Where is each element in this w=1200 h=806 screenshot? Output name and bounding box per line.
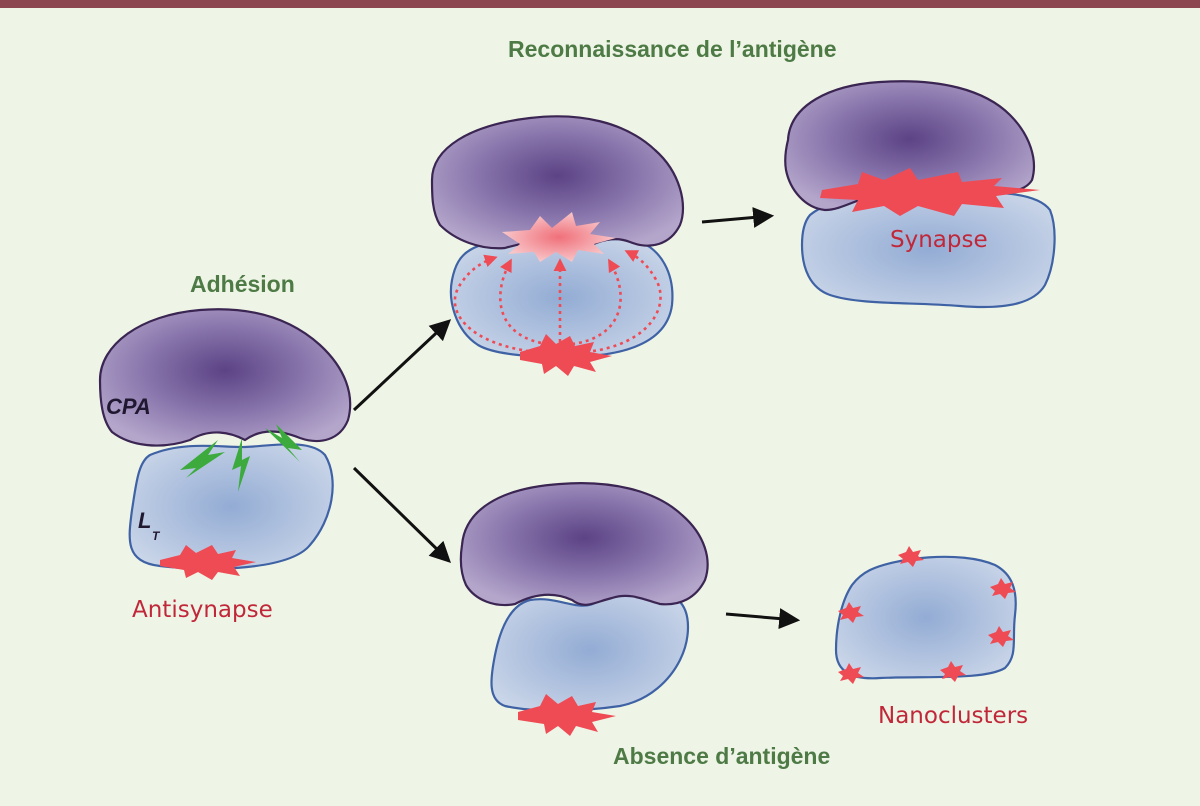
label-lt-subscript: T <box>152 529 161 543</box>
apc-recognition <box>430 115 684 250</box>
antisynapse-cluster-icon <box>520 334 612 376</box>
arrow-to-absence <box>352 466 452 563</box>
t-cell-absence <box>490 588 689 712</box>
transport-arrow <box>571 258 622 346</box>
t-cell-adhesion <box>128 443 334 570</box>
transport-arrow <box>585 250 662 354</box>
nanocluster-icon <box>838 663 864 684</box>
synapse-cluster-icon <box>820 168 1040 216</box>
nanocluster-icon <box>838 602 864 623</box>
nanocluster-icon <box>940 661 966 682</box>
recognition-zone-icon <box>502 212 616 262</box>
t-cell-recognition <box>449 237 674 358</box>
recognition-cell-pair <box>430 115 684 376</box>
label-lt: L <box>138 508 151 533</box>
nanocluster-cell: Nanoclusters <box>834 546 1028 729</box>
nanocluster-icon <box>990 578 1016 599</box>
t-cell-nanoclusters <box>834 555 1017 680</box>
heading-recognition: Reconnaissance de l’antigène <box>508 36 837 62</box>
apc-absence <box>459 482 709 607</box>
transport-arrow <box>498 258 549 346</box>
antisynapse-cluster-icon <box>160 545 256 580</box>
adhesion-cell-pair: Adhésion CPA L T Antisynapse <box>98 271 352 623</box>
label-cpa: CPA <box>106 394 151 419</box>
arrow-to-synapse <box>701 207 775 228</box>
heading-adhesion: Adhésion <box>190 271 295 297</box>
arrow-to-recognition <box>352 319 452 412</box>
label-antisynapse: Antisynapse <box>132 597 273 623</box>
nanocluster-icon <box>898 546 924 567</box>
antisynapse-cluster-icon <box>518 694 616 736</box>
absence-cell-pair <box>459 482 709 736</box>
transport-arrow <box>453 254 537 354</box>
adhesion-signal-icon <box>265 424 302 462</box>
adhesion-signal-icon <box>232 438 250 492</box>
adhesion-signal-icon <box>180 440 225 478</box>
label-synapse: Synapse <box>890 227 988 253</box>
arrow-to-nanoclusters <box>725 608 801 630</box>
top-bar <box>0 0 1200 8</box>
transport-arrows <box>453 250 662 354</box>
heading-absence: Absence d’antigène <box>613 743 830 769</box>
synapse-cell-pair: Synapse <box>784 80 1056 309</box>
apc-adhesion <box>98 308 352 447</box>
label-nanoclusters: Nanoclusters <box>878 703 1028 729</box>
nanocluster-icon <box>988 626 1014 647</box>
